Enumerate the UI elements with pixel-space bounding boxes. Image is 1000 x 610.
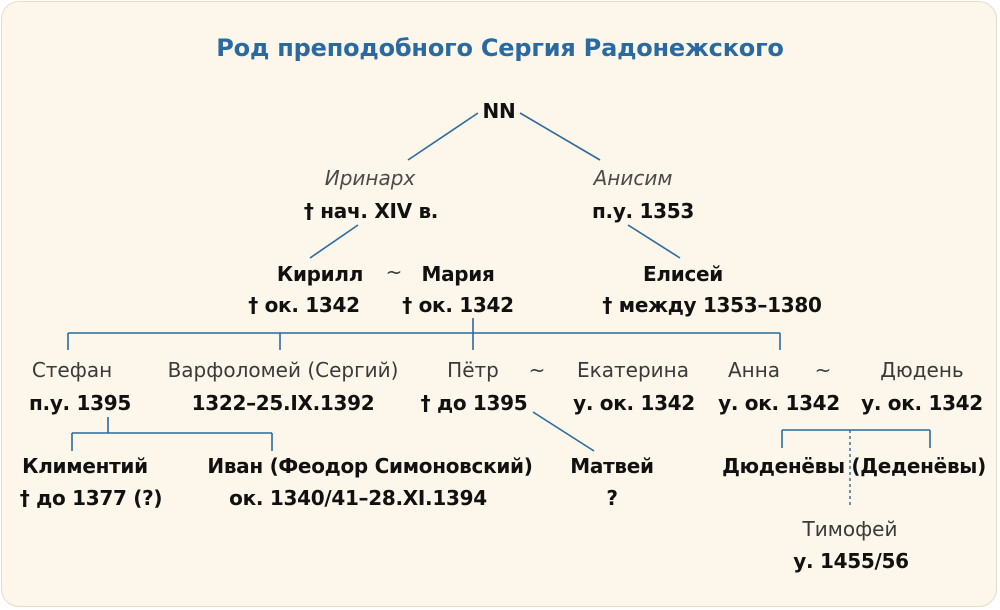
- person-nn: NN: [482, 99, 516, 123]
- person-kirill-note: † ок. 1342: [248, 293, 360, 317]
- person-kirill-name: Кирилл: [276, 262, 364, 286]
- page-title: Род преподобного Сергия Радонежского: [216, 34, 784, 62]
- person-mariya-name: Мария: [421, 262, 495, 286]
- person-anisim-name: Анисим: [593, 166, 673, 190]
- person-duden-name: Дюдень: [880, 358, 964, 382]
- person-petr-note: † до 1395: [420, 391, 528, 415]
- marriage-anna-duden: ~: [814, 358, 832, 382]
- person-duden-note: у. ок. 1342: [861, 391, 983, 415]
- person-ekaterina-note: у. ок. 1342: [573, 391, 695, 415]
- person-ivan-name: Иван (Феодор Симоновский): [207, 454, 533, 478]
- person-anisim-note: п.у. 1353: [592, 199, 694, 223]
- person-ivan-note: ок. 1340/41–28.XI.1394: [229, 486, 487, 510]
- person-anna-note: у. ок. 1342: [718, 391, 840, 415]
- line-nn-anisim: [519, 112, 601, 161]
- line-nn-irinarkh: [407, 112, 479, 161]
- marriage-kirill-mariya: ~: [385, 260, 403, 284]
- person-stefan-note: п.у. 1395: [29, 391, 131, 415]
- person-irinarkh-note: † нач. XIV в.: [303, 199, 439, 223]
- line-irinarkh-kirill: [309, 224, 359, 259]
- person-varfolomey-note: 1322–25.IX.1392: [191, 391, 375, 415]
- person-matvey-name: Матвей: [570, 454, 654, 478]
- person-timofey-note: у. 1455/56: [793, 549, 909, 573]
- person-varfolomey-name: Варфоломей (Сергий): [167, 358, 399, 382]
- person-matvey-note: ?: [606, 486, 618, 510]
- person-klimentiy-name: Климентий: [22, 454, 148, 478]
- person-irinarkh-name: Иринарх: [324, 166, 416, 190]
- person-elisey-note: † между 1353–1380: [602, 293, 822, 317]
- line-petr-matvey: [532, 411, 595, 452]
- person-mariya-note: † ок. 1342: [402, 293, 514, 317]
- line-anisim-elisey: [627, 224, 681, 259]
- family-dudenevy: Дюденёвы (Деденёвы): [722, 454, 986, 478]
- person-anna-name: Анна: [727, 358, 781, 382]
- person-elisey-name: Елисей: [643, 262, 723, 286]
- person-stefan-name: Стефан: [31, 358, 113, 382]
- marriage-petr-ekaterina: ~: [528, 358, 546, 382]
- person-klimentiy-note: † до 1377 (?): [19, 486, 163, 510]
- person-petr-name: Пётр: [447, 358, 499, 382]
- person-timofey-name: Тимофей: [802, 517, 898, 541]
- person-ekaterina-name: Екатерина: [577, 358, 689, 382]
